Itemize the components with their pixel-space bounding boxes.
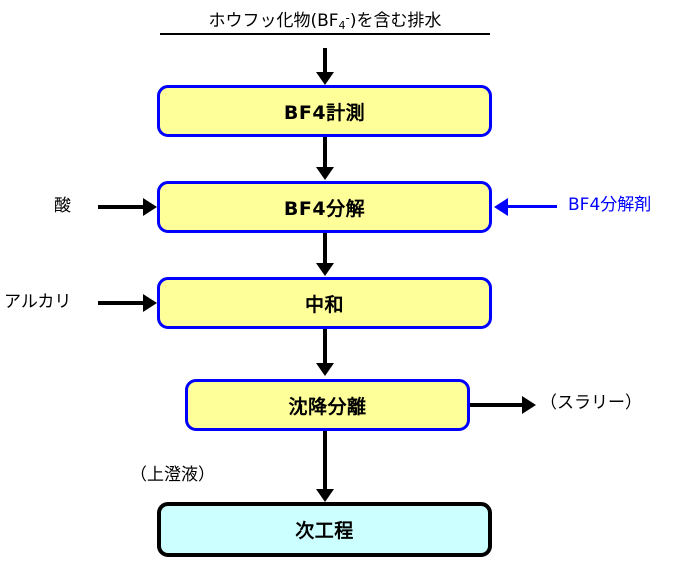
input-arrow-bf4-decomposer-line	[507, 205, 557, 208]
title-suffix: )を含む排水	[349, 11, 442, 31]
process-box-bf4-decompose[interactable]: BF4分解	[157, 181, 492, 233]
input-label-acid: 酸	[54, 196, 71, 216]
annotation-supernatant: （上澄液）	[130, 465, 215, 485]
input-arrow-acid-arrowhead	[143, 198, 157, 216]
process-label-next-process: 次工程	[295, 520, 354, 542]
connector-neutralize-to-sedimentation-line	[323, 329, 327, 367]
process-label-bf4-decompose: BF4分解	[283, 197, 366, 220]
process-box-neutralize[interactable]: 中和	[157, 277, 492, 329]
connector-decompose-to-neutralize-arrowhead	[316, 263, 334, 276]
connector-sedimentation-to-next-line	[323, 431, 327, 493]
title-superscript: -	[345, 11, 350, 25]
process-label-bf4-measure: BF4計測	[283, 101, 366, 124]
page-title: ホウフッ化物(BF4-)を含む排水	[160, 11, 490, 35]
process-box-sedimentation[interactable]: 沈降分離	[185, 379, 470, 431]
process-box-bf4-measure[interactable]: BF4計測	[157, 85, 492, 137]
input-label-bf4-decomposer: BF4分解剤	[568, 195, 652, 215]
connector-title-to-measure-arrowhead	[316, 72, 334, 85]
connector-title-to-measure-line	[323, 48, 327, 74]
connector-sedimentation-to-next-arrowhead	[316, 489, 334, 502]
input-arrow-acid-line	[98, 205, 146, 209]
process-label-sedimentation: 沈降分離	[288, 395, 367, 418]
connector-neutralize-to-sedimentation-arrowhead	[316, 363, 334, 376]
title-subscript: 4	[338, 19, 346, 32]
process-box-next-process[interactable]: 次工程	[157, 502, 492, 557]
connector-measure-to-decompose-line	[323, 137, 327, 171]
process-label-neutralize: 中和	[304, 293, 344, 316]
input-arrow-bf4-decomposer-arrowhead	[494, 198, 508, 216]
input-arrow-alkali-arrowhead	[143, 294, 157, 312]
output-label-slurry: （スラリー）	[540, 393, 642, 413]
input-label-alkali: アルカリ	[4, 292, 72, 312]
title-prefix: ホウフッ化物(BF	[208, 11, 339, 31]
input-arrow-alkali-line	[98, 301, 146, 305]
output-arrow-slurry-line	[470, 403, 525, 407]
connector-measure-to-decompose-arrowhead	[316, 167, 334, 180]
output-arrow-slurry-arrowhead	[522, 396, 536, 414]
connector-decompose-to-neutralize-line	[323, 233, 327, 267]
